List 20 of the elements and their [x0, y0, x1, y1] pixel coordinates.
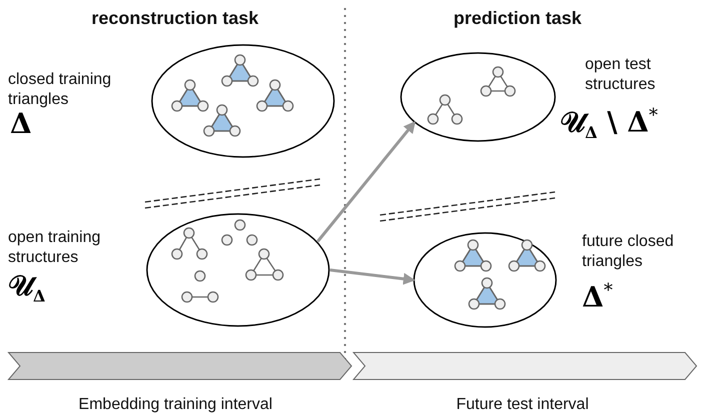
set-ellipse	[400, 52, 556, 142]
math-symbol: Δ	[10, 108, 32, 140]
set-ellipse	[146, 213, 330, 327]
interval-band	[353, 352, 697, 380]
arrow	[316, 120, 416, 242]
section-heading: reconstruction task	[90, 8, 260, 28]
set-label: open training structures	[8, 228, 102, 268]
set-label: future closed triangles	[582, 232, 675, 272]
arrow	[330, 268, 416, 285]
math-symbol: Δ$^{*}$	[582, 279, 613, 314]
set-ellipse	[413, 232, 557, 328]
math-symbol: 𝒰$_{Δ}$	[8, 270, 46, 308]
section-heading: prediction task	[452, 8, 583, 28]
set-label: closed training triangles	[8, 70, 112, 110]
math-symbol: 𝒰$_{Δ}$ \ Δ$^{*}$	[560, 104, 658, 144]
set-ellipse	[151, 44, 335, 158]
interval-label: Embedding training interval	[78, 395, 274, 415]
set-label: open test structures	[585, 55, 656, 95]
interval-band	[8, 352, 352, 380]
interval-label: Future test interval	[455, 395, 590, 415]
